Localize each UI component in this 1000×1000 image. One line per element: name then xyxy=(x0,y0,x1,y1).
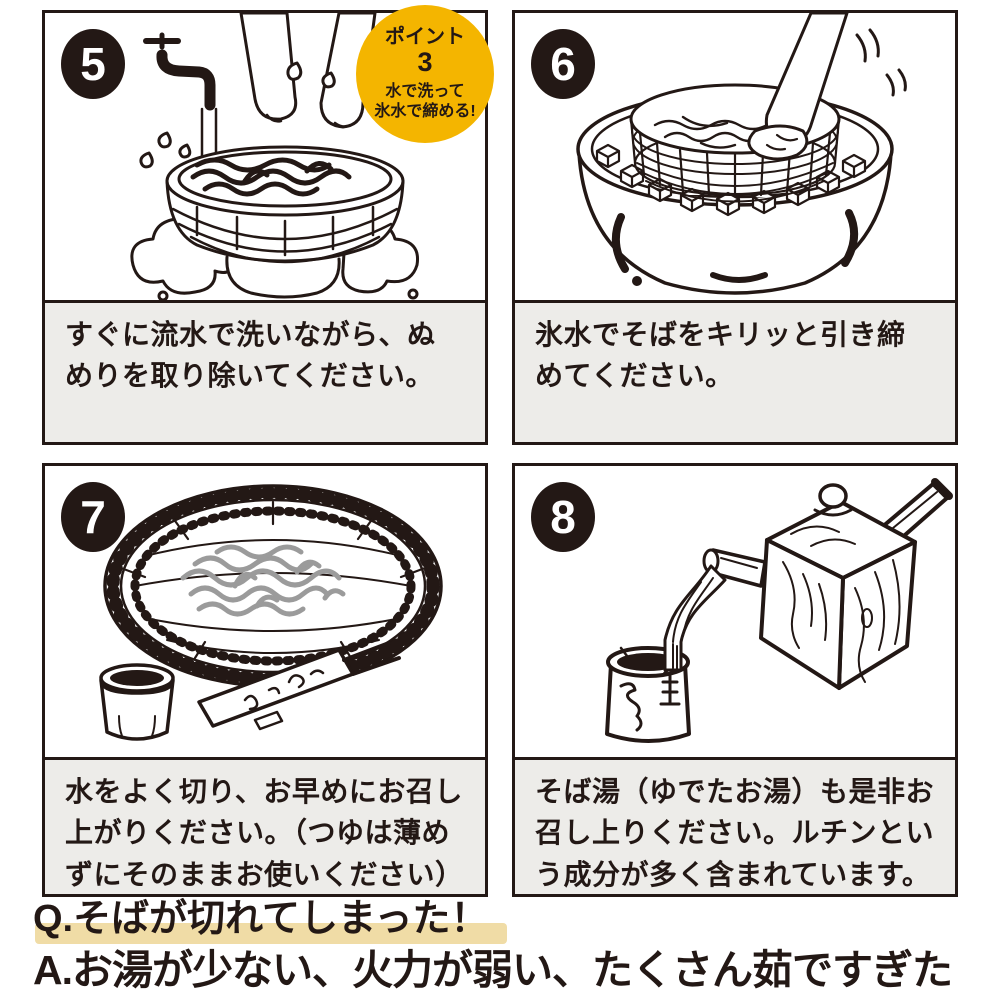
gray-noodle-mound xyxy=(180,544,346,617)
step-caption-5: すぐに流水で洗いながら、ぬ めりを取り除いてください。 xyxy=(45,300,485,442)
qa-footer: Q.そばが切れてしまった！ A.お湯が少ない、火力が弱い、たくさん茹ですぎた xyxy=(33,897,993,994)
wooden-kettle xyxy=(759,483,917,690)
step-number-badge-7: 7 xyxy=(61,482,125,552)
noodles-in-ice xyxy=(653,115,769,149)
badge-line1: 水で洗って xyxy=(385,83,465,101)
point-3-badge: ポイント 3 水で洗って 氷水で締める! xyxy=(356,5,494,143)
cup-calligraphy xyxy=(619,665,681,732)
chopsticks-in-sleeve xyxy=(197,641,401,731)
step-panel-8: 8 xyxy=(512,463,958,897)
wooden-handle xyxy=(879,478,953,544)
answer-text: A.お湯が少ない、火力が弱い、たくさん茹ですぎた xyxy=(33,946,953,993)
zaru-soba-illustration xyxy=(99,484,443,741)
ice-water-bowl-illustration xyxy=(576,13,907,295)
sobayu-kettle-illustration xyxy=(605,478,953,743)
badge-line2: 氷水で締める! xyxy=(374,103,476,121)
tsuyu-cup xyxy=(99,663,175,741)
faucet-icon xyxy=(143,32,218,165)
dark-noodles xyxy=(190,157,352,197)
woven-basket xyxy=(103,484,443,688)
step-caption-7: 水をよく切り、お早めにお召し 上がりください。（つゆは薄め ずにそのままお使いく… xyxy=(45,757,485,894)
bowl-shading xyxy=(611,209,859,286)
hands xyxy=(239,13,377,129)
step-number-badge-6: 6 xyxy=(531,29,595,99)
wash-noodles-illustration xyxy=(130,13,420,300)
step-number-badge-5: 5 xyxy=(61,29,125,99)
step-caption-8: そば湯（ゆでたお湯）も是非お 召し上りください。ルチンとい う成分が多く含まれて… xyxy=(515,757,955,894)
motion-lines xyxy=(855,28,907,97)
badge-number: 3 xyxy=(417,46,433,77)
step-panel-6: 6 xyxy=(512,10,958,445)
arm-pressing xyxy=(747,13,849,161)
question-line: Q.そばが切れてしまった！ xyxy=(33,897,507,944)
step-panel-7: 7 xyxy=(42,463,488,897)
panel-6-illustration xyxy=(515,13,955,300)
question-highlight xyxy=(35,923,507,944)
pouring-stream xyxy=(663,564,727,672)
question-text: Q.そばが切れてしまった！ xyxy=(33,898,489,940)
step-caption-6: 氷水でそばをキリッと引き締 めてください。 xyxy=(515,300,955,442)
badge-title: ポイント xyxy=(385,25,465,48)
colander xyxy=(165,145,405,264)
water-droplets xyxy=(139,61,336,169)
step-number-badge-8: 8 xyxy=(531,482,595,552)
